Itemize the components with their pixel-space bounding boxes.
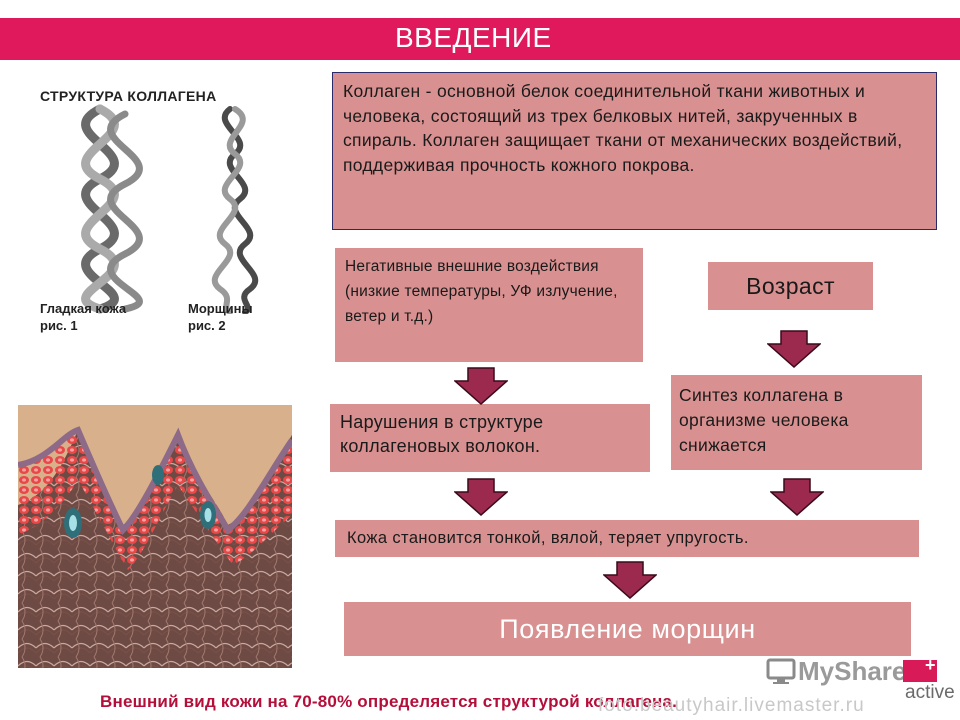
header-bar <box>0 18 960 60</box>
arrow-down-icon <box>454 478 508 516</box>
smooth-skin-helix <box>81 104 143 314</box>
negative-factors-box: Негативные внешние воздействия (низкие т… <box>335 248 643 362</box>
synthesis-decrease-box: Синтез коллагена в организме человека сн… <box>671 375 922 470</box>
smooth-skin-caption: Гладкая кожа рис. 1 <box>40 300 126 334</box>
arrow-down-icon <box>454 367 508 405</box>
wrinkles-caption-line2: рис. 2 <box>188 318 226 333</box>
fiber-disruption-box: Нарушения в структуре коллагеновых волок… <box>330 404 650 472</box>
skin-thin-box: Кожа становится тонкой, вялой, теряет уп… <box>335 520 919 557</box>
arrow-down-icon <box>603 561 657 599</box>
age-box: Возраст <box>708 262 873 310</box>
skin-cross-section-image <box>18 405 292 668</box>
wrinkles-box: Появление морщин <box>344 602 911 656</box>
smooth-skin-caption-line1: Гладкая кожа <box>40 301 127 316</box>
arrow-down-icon <box>767 330 821 368</box>
collagen-helix-illustration <box>81 104 259 314</box>
monitor-icon <box>766 658 796 684</box>
watermark-logo-badge <box>903 660 937 682</box>
watermark-logo-my: My <box>798 656 835 686</box>
wrinkles-caption: Морщины рис. 2 <box>188 300 253 334</box>
footer-statement: Внешний вид кожи на 70-80% определяется … <box>100 692 678 711</box>
watermark-active: active <box>905 682 955 703</box>
wrinkles-caption-line1: Морщины <box>188 301 253 316</box>
collagen-figure-title: СТРУКТУРА КОЛЛАГЕНА <box>40 88 217 104</box>
wrinkled-skin-helix <box>211 106 259 314</box>
page-title: ВВЕДЕНИЕ <box>395 22 552 53</box>
watermark-overlay-text: foto.beautyhair.livemaster.ru <box>598 695 865 716</box>
arrow-down-icon <box>770 478 824 516</box>
intro-text-box: Коллаген - основной белок соединительной… <box>332 72 937 230</box>
collagen-figure: СТРУКТУРА КОЛЛАГЕНА Гладкая кожа рис. 1 … <box>30 82 305 347</box>
watermark-plus-icon: + <box>925 655 936 675</box>
smooth-skin-caption-line2: рис. 1 <box>40 318 78 333</box>
